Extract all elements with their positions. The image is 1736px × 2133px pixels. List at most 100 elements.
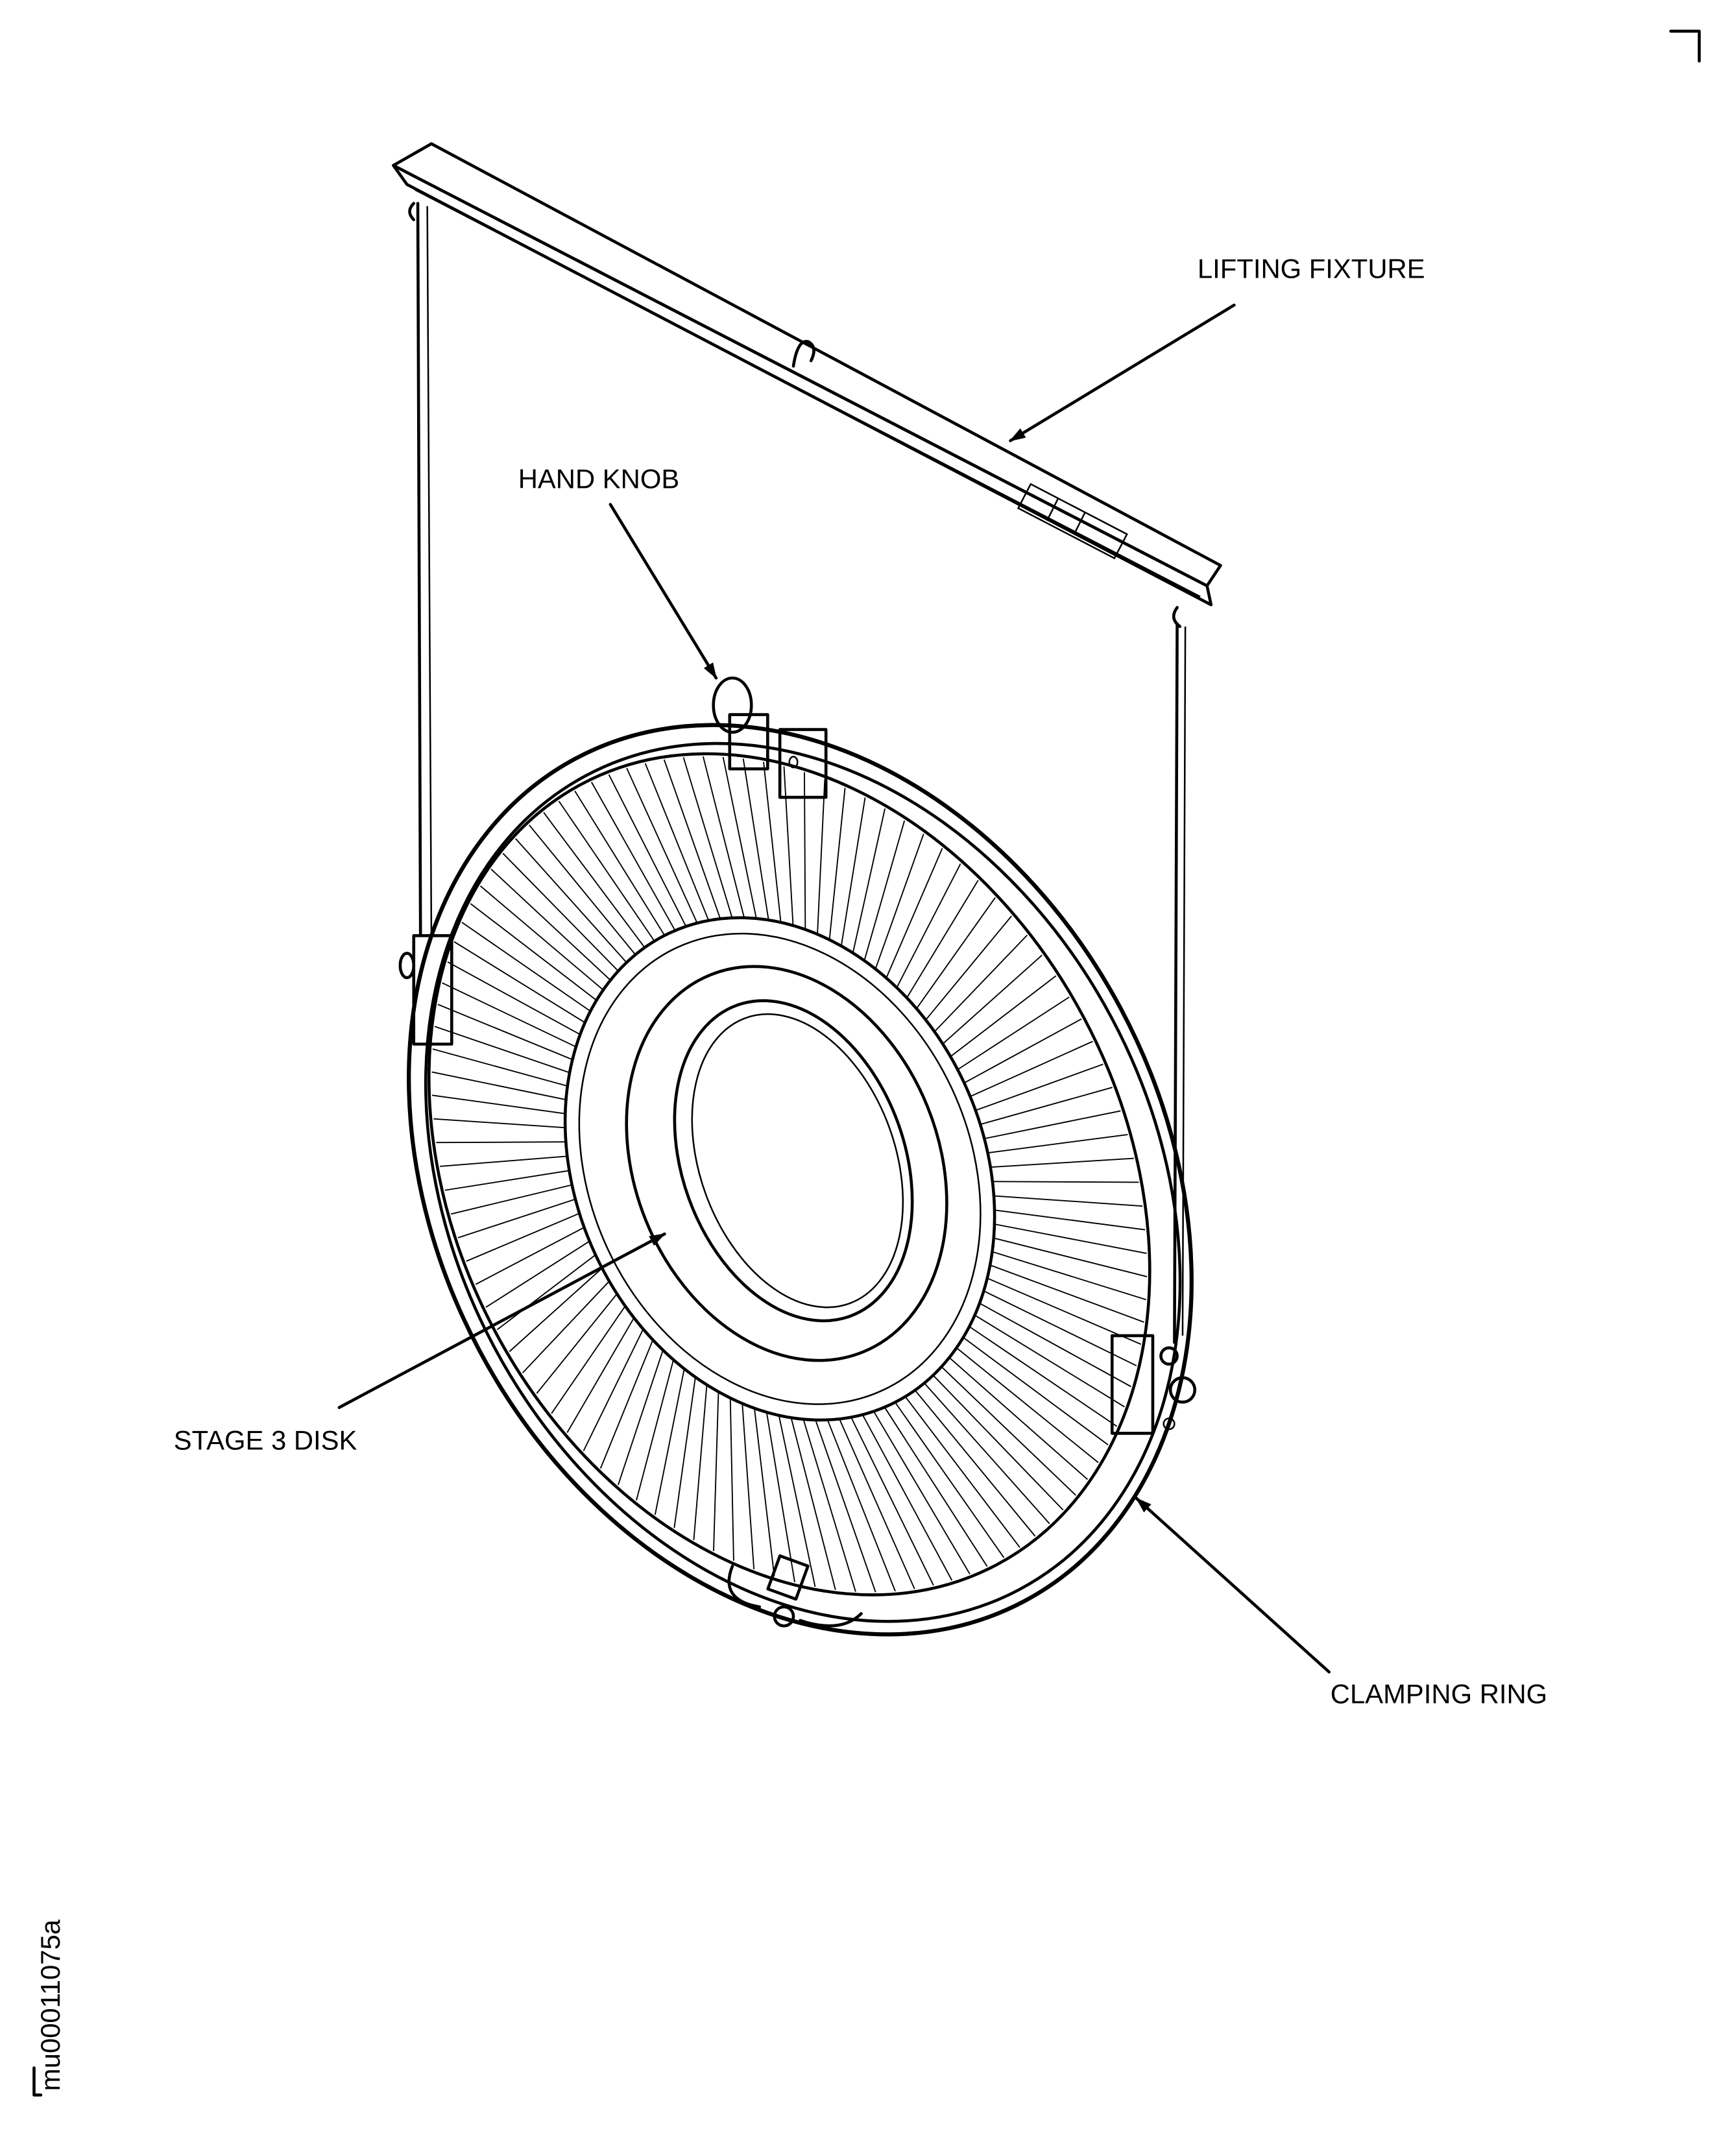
turbine-blade bbox=[975, 1063, 1103, 1111]
turbine-blade bbox=[994, 1209, 1146, 1231]
turbine-blade bbox=[753, 1408, 775, 1577]
turbine-blade bbox=[956, 1347, 1099, 1464]
turbine-blade bbox=[895, 1402, 1005, 1558]
clamp-right bbox=[1110, 1334, 1197, 1435]
turbine-blade bbox=[778, 1415, 816, 1587]
turbine-blade bbox=[766, 1412, 795, 1583]
label-lifting-fixture: LIFTING FIXTURE bbox=[1198, 254, 1425, 284]
turbine-blade bbox=[457, 1198, 576, 1238]
turbine-blade bbox=[840, 797, 866, 946]
turbine-blade bbox=[987, 1277, 1141, 1345]
turbine-blade bbox=[924, 1382, 1050, 1524]
turbine-blade bbox=[826, 1419, 896, 1592]
turbine-blade bbox=[932, 1375, 1064, 1511]
turbine-blade bbox=[475, 1227, 585, 1285]
turbine-blade bbox=[990, 1157, 1134, 1168]
turbine-blade bbox=[528, 825, 636, 956]
turbine-blade bbox=[654, 1368, 685, 1515]
turbine-blade bbox=[948, 1356, 1089, 1480]
turbine-blade bbox=[992, 1251, 1146, 1301]
turbine-blade bbox=[815, 1419, 876, 1593]
turbine-blade bbox=[983, 1290, 1137, 1367]
turbine-blade bbox=[974, 1314, 1125, 1408]
leader-stage-3-disk bbox=[337, 1232, 666, 1410]
turbine-blade bbox=[783, 766, 794, 926]
clamp-bottom bbox=[727, 1554, 863, 1628]
turbine-blade bbox=[970, 1041, 1093, 1098]
turbine-blade bbox=[863, 820, 906, 961]
turbine-blade bbox=[916, 897, 996, 1009]
turbine-blade bbox=[957, 996, 1070, 1070]
turbine-blade bbox=[608, 774, 687, 927]
turbine-blade bbox=[963, 1018, 1082, 1084]
turbine-blade bbox=[431, 1071, 566, 1101]
turbine-blade bbox=[536, 1293, 618, 1394]
turbine-blade bbox=[817, 779, 826, 935]
turbine-blade bbox=[583, 1329, 644, 1452]
turbine-blade bbox=[543, 812, 645, 948]
turbine-blade bbox=[874, 834, 924, 970]
turbine-blade bbox=[904, 1396, 1020, 1549]
turbine-blade bbox=[479, 885, 604, 991]
turbine-blade bbox=[444, 1170, 570, 1191]
lifting-fixture-beam bbox=[392, 142, 1222, 629]
crop-mark-bottom-left bbox=[32, 2066, 43, 2097]
turbine-blade bbox=[432, 1048, 568, 1087]
turbine-blade bbox=[790, 1417, 836, 1591]
turbine-blade bbox=[673, 1377, 696, 1528]
turbine-blade bbox=[558, 801, 655, 942]
turbine-blade bbox=[884, 1406, 988, 1567]
turbine-blade bbox=[626, 767, 698, 924]
turbine-blade bbox=[485, 1240, 590, 1308]
turbine-blade bbox=[447, 961, 581, 1035]
turbine-blade bbox=[906, 880, 979, 998]
stage-3-disk bbox=[431, 756, 1148, 1593]
turbine-blade bbox=[574, 790, 666, 936]
turbine-blade bbox=[431, 1094, 566, 1115]
cable-left bbox=[416, 202, 422, 937]
turbine-blade bbox=[741, 1403, 755, 1569]
turbine-blade bbox=[433, 1118, 566, 1129]
disk-bore bbox=[673, 999, 914, 1323]
figure-id: mu00011075a bbox=[35, 1919, 66, 2091]
turbine-blade bbox=[852, 808, 886, 954]
turbine-blade bbox=[934, 934, 1028, 1033]
turbine-blade bbox=[742, 758, 769, 921]
turbine-blade bbox=[941, 1366, 1076, 1496]
turbine-blade bbox=[963, 1336, 1109, 1446]
turbine-blade bbox=[987, 1133, 1128, 1154]
turbine-blade bbox=[896, 863, 961, 988]
turbine-blade bbox=[992, 1181, 1139, 1183]
label-stage-3-disk: STAGE 3 DISK bbox=[174, 1425, 357, 1456]
turbine-blade bbox=[682, 757, 733, 919]
turbine-blade bbox=[950, 975, 1057, 1057]
turbine-blade bbox=[873, 1411, 970, 1574]
turbine-blade bbox=[828, 788, 846, 940]
turbine-blade bbox=[914, 1390, 1036, 1537]
turbine-blade bbox=[440, 1155, 568, 1167]
turbine-blade bbox=[470, 903, 597, 1001]
clamp-left bbox=[398, 934, 453, 1046]
turbine-blade bbox=[984, 1110, 1121, 1140]
leader-lifting-fixture bbox=[1009, 304, 1236, 442]
turbine-blade bbox=[551, 1305, 626, 1414]
turbine-blade bbox=[942, 954, 1043, 1044]
leader-clamping-ring bbox=[1135, 1497, 1331, 1674]
clamping-ring bbox=[407, 723, 1194, 1637]
cable-right bbox=[1173, 622, 1179, 1344]
turbine-blade bbox=[989, 1264, 1144, 1323]
turbine-blade bbox=[722, 756, 757, 919]
turbine-blade bbox=[442, 982, 577, 1048]
turbine-blade bbox=[713, 1392, 719, 1551]
turbine-blade bbox=[496, 1254, 596, 1331]
turbine-blade bbox=[453, 941, 586, 1024]
turbine-blade bbox=[993, 1237, 1148, 1277]
turbine-blade bbox=[490, 869, 611, 981]
turbine-blade bbox=[979, 1303, 1131, 1388]
turbine-blade bbox=[636, 1359, 675, 1500]
turbine-blade bbox=[599, 1340, 654, 1469]
turbine-blade bbox=[618, 1349, 664, 1486]
turbine-blade bbox=[862, 1414, 953, 1581]
turbine-blade bbox=[925, 915, 1012, 1020]
turbine-blade bbox=[693, 1384, 708, 1541]
